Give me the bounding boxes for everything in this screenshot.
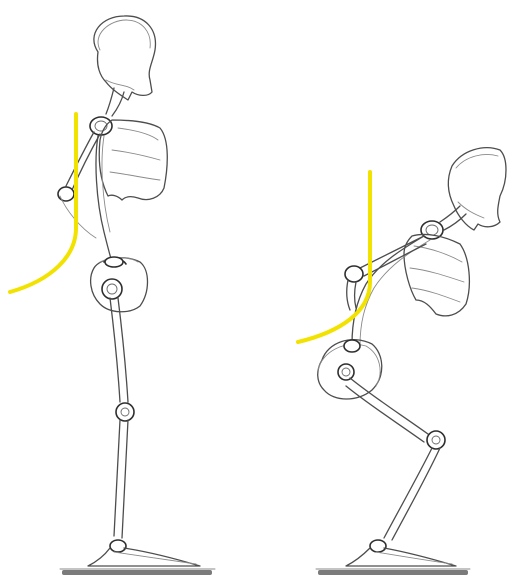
- standing-ground-shadow: [60, 569, 215, 575]
- squatting-knee-joint: [427, 431, 445, 449]
- squatting-shin: [384, 448, 440, 540]
- squatting-neck: [440, 206, 466, 230]
- squatting-ribcage: [404, 234, 469, 315]
- standing-skeleton: [58, 16, 215, 575]
- squatting-foot: [346, 540, 456, 566]
- squatting-skull: [448, 148, 506, 230]
- squatting-sacrum: [344, 340, 360, 352]
- squatting-hip-joint: [338, 364, 354, 380]
- squatting-femur: [346, 378, 428, 442]
- squatting-ankle-joint: [370, 540, 386, 552]
- standing-sacrum: [105, 257, 123, 267]
- standing-knee-joint: [116, 403, 134, 421]
- squatting-spine-guide-curve: [298, 172, 370, 342]
- standing-foot: [88, 540, 200, 566]
- standing-femur: [110, 298, 128, 402]
- squatting-pelvis: [318, 340, 382, 399]
- standing-shin: [114, 420, 128, 538]
- squatting-skeleton: [316, 148, 506, 575]
- standing-spine: [96, 136, 112, 262]
- standing-ankle-joint: [110, 540, 126, 552]
- squatting-ground-shadow: [316, 569, 470, 575]
- standing-spine-guide-curve: [10, 114, 76, 292]
- standing-arm: [58, 132, 100, 238]
- standing-elbow-joint: [58, 187, 74, 201]
- standing-skull: [94, 16, 156, 100]
- standing-hip-joint: [102, 279, 122, 299]
- standing-neck: [106, 88, 124, 116]
